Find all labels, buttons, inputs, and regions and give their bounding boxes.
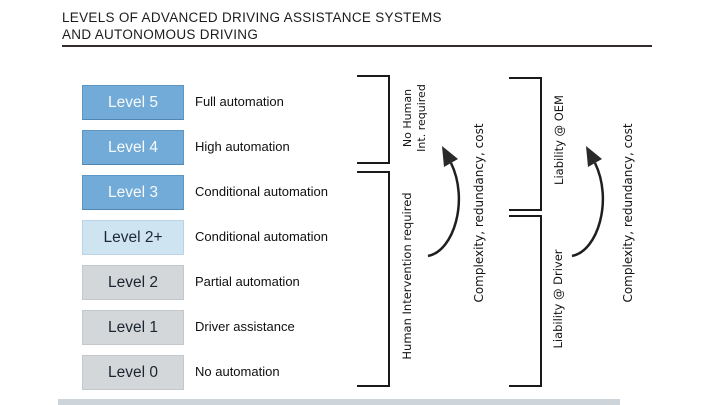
level-description-0: No automation bbox=[195, 364, 280, 379]
title-underline bbox=[62, 45, 652, 47]
level-box-1: Level 1 bbox=[82, 310, 184, 345]
level-label: Level 3 bbox=[108, 183, 158, 201]
level-description-5: Full automation bbox=[195, 94, 284, 109]
level-box-5: Level 5 bbox=[82, 85, 184, 120]
bracket-human-intervention bbox=[357, 171, 390, 387]
cropped-bottom-bar bbox=[58, 399, 620, 405]
level-description-1: Driver assistance bbox=[195, 319, 295, 334]
level-label: Level 2 bbox=[108, 273, 158, 291]
level-description-2plus: Conditional automation bbox=[195, 229, 328, 244]
level-box-2: Level 2 bbox=[82, 265, 184, 300]
label-complexity-right: Complexity, redundancy, cost bbox=[621, 123, 635, 303]
page-title: LEVELS OF ADVANCED DRIVING ASSISTANCE SY… bbox=[62, 9, 662, 43]
curved-arrow-up-icon bbox=[571, 146, 605, 258]
label-no-human-line1: No Human bbox=[401, 88, 414, 148]
level-box-2plus: Level 2+ bbox=[82, 220, 184, 255]
level-box-4: Level 4 bbox=[82, 130, 184, 165]
level-description-4: High automation bbox=[195, 139, 290, 154]
bracket-liability-oem bbox=[509, 77, 542, 211]
level-label: Level 1 bbox=[108, 318, 158, 336]
curved-arrow-up-icon bbox=[427, 146, 461, 258]
label-liability-oem: Liability @ OEM bbox=[552, 95, 566, 185]
page-title-line1: LEVELS OF ADVANCED DRIVING ASSISTANCE SY… bbox=[62, 10, 442, 25]
label-liability-driver: Liability @ Driver bbox=[551, 249, 565, 349]
level-box-3: Level 3 bbox=[82, 175, 184, 210]
page-title-line2: AND AUTONOMOUS DRIVING bbox=[62, 27, 259, 42]
level-description-3: Conditional automation bbox=[195, 184, 328, 199]
level-label: Level 2+ bbox=[103, 228, 163, 246]
level-description-2: Partial automation bbox=[195, 274, 300, 289]
bracket-no-human-intervention bbox=[357, 75, 390, 164]
level-label: Level 4 bbox=[108, 138, 158, 156]
level-label: Level 5 bbox=[108, 93, 158, 111]
level-box-0: Level 0 bbox=[82, 355, 184, 390]
label-human-intervention-required: Human Intervention required bbox=[400, 192, 414, 360]
level-label: Level 0 bbox=[108, 363, 158, 381]
bracket-liability-driver bbox=[509, 215, 542, 387]
label-complexity-left: Complexity, redundancy, cost bbox=[472, 123, 486, 303]
